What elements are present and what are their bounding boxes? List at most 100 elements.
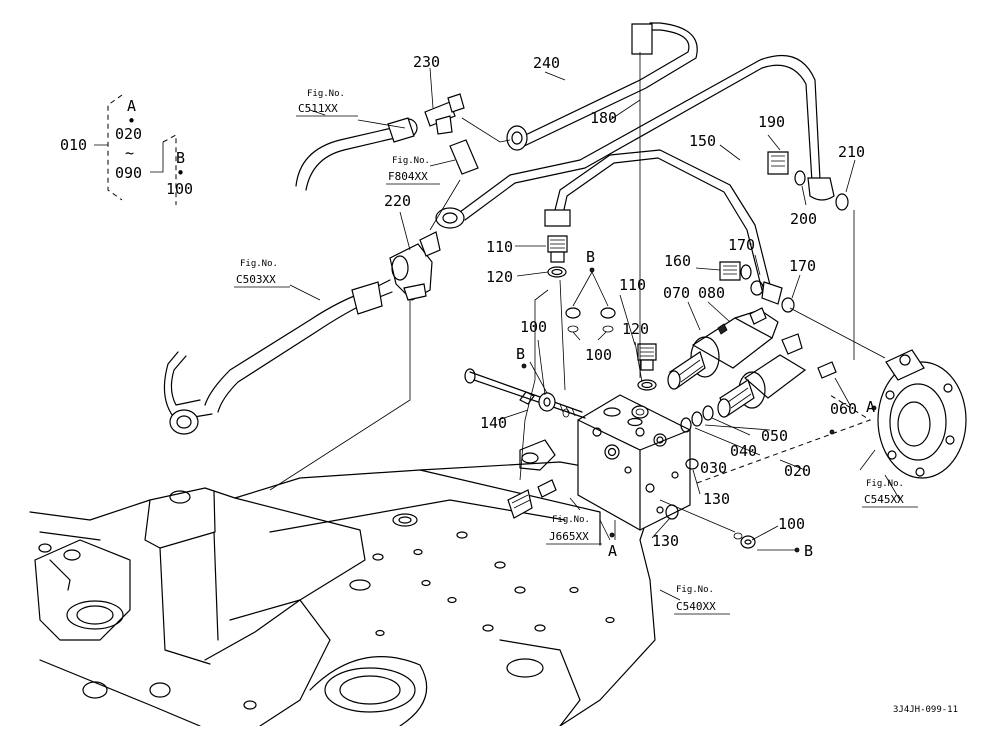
callout-130-right: 130 xyxy=(703,490,730,508)
ring-210 xyxy=(835,193,849,211)
callout-150: 150 xyxy=(689,132,716,150)
legend-tilde: ~ xyxy=(125,144,134,162)
legend-from: 020 xyxy=(115,125,142,143)
fig-ref-f804: Fig.No. F804XX xyxy=(386,156,440,185)
callout-240: 240 xyxy=(533,54,560,72)
legend: 010 A • 020 ~ 090 B • 100 xyxy=(60,97,193,198)
marker-dot xyxy=(521,363,527,369)
callout-030: 030 xyxy=(700,459,727,477)
fig-label: Fig.No. xyxy=(552,515,590,525)
fig-code: C511XX xyxy=(298,102,338,115)
callout-200: 200 xyxy=(790,210,817,228)
legend-b-range: 100 xyxy=(166,180,193,198)
marker-dot xyxy=(829,429,835,435)
fig-ref-c511: Fig.No. C511XX xyxy=(296,89,358,117)
legend-b: B xyxy=(176,149,185,167)
callout-110-upper: 110 xyxy=(486,238,513,256)
small-fittings-block xyxy=(507,479,557,519)
callout-220: 220 xyxy=(384,192,411,210)
callout-230: 230 xyxy=(413,53,440,71)
valve-block xyxy=(577,394,691,531)
marker-dot xyxy=(609,532,615,538)
marker-dot xyxy=(794,547,800,553)
fig-label: Fig.No. xyxy=(240,259,278,269)
callout-020: 020 xyxy=(784,462,811,480)
legend-b-dot: • xyxy=(176,164,185,182)
fig-code: C503XX xyxy=(236,273,276,286)
callout-100-left: 100 xyxy=(520,318,547,336)
callout-040: 040 xyxy=(730,442,757,460)
assembly-020-bracket xyxy=(696,394,872,484)
fig-ref-c503: Fig.No. C503XX xyxy=(234,259,290,288)
fitting-110-upper xyxy=(547,235,568,278)
pipe-240 xyxy=(506,22,698,151)
legend-to: 090 xyxy=(115,164,142,182)
callout-080: 080 xyxy=(698,284,725,302)
o-rings-030-040 xyxy=(680,405,714,433)
callout-100-upper: 100 xyxy=(585,346,612,364)
marker-dot xyxy=(871,405,877,411)
fitting-110-lower xyxy=(631,343,657,419)
plug-b-lower xyxy=(733,532,756,549)
callout-010: 010 xyxy=(60,136,87,154)
fig-label: Fig.No. xyxy=(307,89,345,99)
callout-070: 070 xyxy=(663,284,690,302)
callout-170-lower: 170 xyxy=(789,257,816,275)
plug-b-upper xyxy=(565,307,616,333)
fig-code: J665XX xyxy=(549,530,589,543)
callout-120-upper: 120 xyxy=(486,268,513,286)
marker-b-upper: B xyxy=(586,248,595,266)
fig-code: C545XX xyxy=(864,493,904,506)
transmission-housing xyxy=(29,439,661,727)
leader-lines xyxy=(269,52,901,601)
fitting-160 xyxy=(719,261,764,296)
fitting-f804 xyxy=(449,139,479,175)
legend-a: A xyxy=(127,97,136,115)
fig-code: F804XX xyxy=(388,170,428,183)
callout-170-upper: 170 xyxy=(728,236,755,254)
elbow-fitting-220 xyxy=(389,231,441,301)
screw-060 xyxy=(817,361,837,379)
marker-a-flange: A xyxy=(866,398,875,416)
drawing-code: 3J4JH-099-11 xyxy=(893,705,958,715)
legend-dot: • xyxy=(127,112,136,130)
bolt-140 xyxy=(464,368,586,419)
marker-b-left: B xyxy=(516,345,525,363)
callout-050: 050 xyxy=(761,427,788,445)
flange-c545 xyxy=(877,349,967,479)
hose-c503 xyxy=(163,279,393,435)
callout-120-lower: 120 xyxy=(622,320,649,338)
marker-dot xyxy=(589,267,595,273)
callout-190: 190 xyxy=(758,113,785,131)
fig-ref-c540: Fig.No. C540XX xyxy=(674,585,730,615)
plug-b-left xyxy=(538,392,570,418)
pipe-180 xyxy=(435,54,835,229)
fitting-190 xyxy=(767,151,806,186)
marker-b-lower: B xyxy=(804,542,813,560)
legend-bracket xyxy=(107,94,177,205)
fig-label: Fig.No. xyxy=(866,479,904,489)
callout-110-lower: 110 xyxy=(619,276,646,294)
fig-label: Fig.No. xyxy=(676,585,714,595)
callout-210: 210 xyxy=(838,143,865,161)
solenoid-valve-lower xyxy=(717,333,807,418)
solenoid-valve-upper xyxy=(667,307,779,390)
callout-180: 180 xyxy=(590,109,617,127)
ring-170-lower xyxy=(781,297,795,313)
callout-100-lower: 100 xyxy=(778,515,805,533)
fig-code: C540XX xyxy=(676,600,716,613)
fig-ref-j665: Fig.No. J665XX xyxy=(546,515,602,545)
pipe-150 xyxy=(544,149,783,305)
callout-160: 160 xyxy=(664,252,691,270)
marker-a-block: A xyxy=(608,542,617,560)
hose-c511 xyxy=(295,117,415,191)
callouts: 230 240 180 150 190 210 200 220 110 120 … xyxy=(384,53,865,550)
callout-140: 140 xyxy=(480,414,507,432)
legend-ties xyxy=(94,142,164,173)
markers: B B B A A xyxy=(516,248,875,560)
callout-130-lower: 130 xyxy=(652,532,679,550)
fig-ref-c545: Fig.No. C545XX xyxy=(862,479,918,508)
fig-label: Fig.No. xyxy=(392,156,430,166)
